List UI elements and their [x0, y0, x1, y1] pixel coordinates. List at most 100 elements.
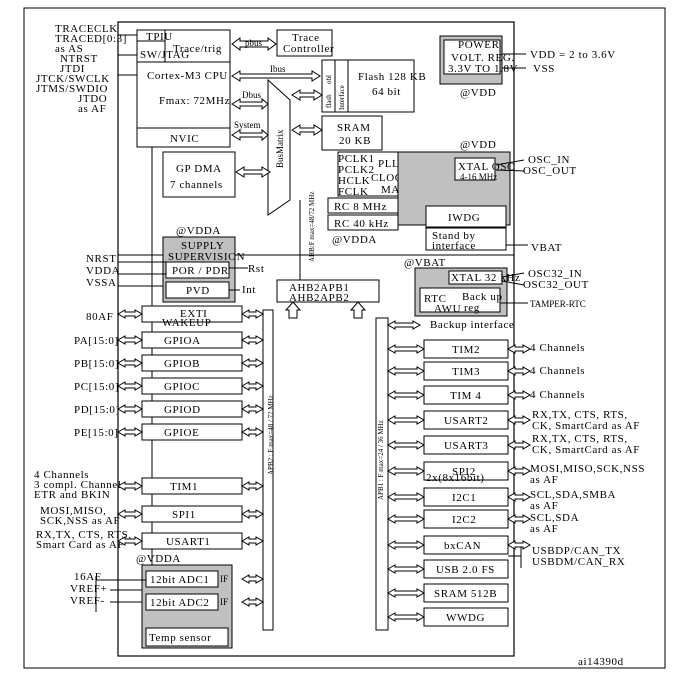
i2c1-sig-1: SCL,SDA,SMBA: [530, 489, 616, 501]
power-label-2: VOLT. REG.: [451, 52, 515, 64]
gpdma-block: [162, 151, 236, 198]
left-pin-arrow: [116, 404, 144, 414]
i2c2-sig-1: SCL,SDA: [530, 512, 579, 524]
trace-controller-block: [276, 29, 333, 57]
ahb2apb2-label: AHB2APB2: [289, 292, 349, 304]
gpdma-label-2: 7 channels: [170, 179, 223, 191]
rtc-block: [419, 287, 501, 313]
wakeup-label: WAKEUP: [162, 317, 211, 329]
apb2-freq-label: APB2 : F max=48 / 72 MHz: [267, 395, 275, 475]
spi1-label: SPI1: [172, 509, 196, 521]
bxcan-label: bxCAN: [444, 540, 481, 552]
left-pin-arrow: [116, 536, 144, 546]
i2c1-label: I2C1: [452, 492, 476, 504]
left-pin-arrow: [116, 381, 144, 391]
spi2-sig-1: MOSI,MISO,SCK,NSS: [530, 463, 645, 475]
dbus-label: Dbus: [242, 90, 261, 100]
jtms-label: JTMS/SWDIO: [36, 83, 108, 95]
ahb2apb-block: [276, 279, 380, 303]
left-bus-arrow: [240, 358, 265, 368]
sram-label-2: 20 KB: [339, 135, 371, 147]
swjtag-label: SW/JTAG: [140, 49, 190, 61]
tim3-label: TIM3: [452, 366, 480, 378]
spi2-sig-2: as AF: [530, 474, 558, 486]
right-bus-arrow: [386, 514, 426, 524]
left-bus-arrow: [240, 597, 265, 607]
nrst-label: NRST: [86, 253, 117, 265]
left-bus-arrow: [240, 481, 265, 491]
xtal32-block: [448, 270, 503, 285]
right-bus-arrow: [386, 320, 422, 330]
xtal-osc-label-2: 4-16 MHz: [460, 172, 497, 182]
exti-label: EXTI: [180, 308, 207, 320]
right-bus-arrow: [386, 588, 426, 598]
right-bus-arrow: [386, 415, 426, 425]
spi2-label: SPI2: [452, 466, 476, 478]
left-bus-arrow: [240, 335, 265, 345]
tim1-sig-3: ETR and BKIN: [34, 489, 110, 501]
right-pin-arrow: [506, 344, 532, 354]
spi1-sig-2: SCK,NSS as AF: [40, 515, 120, 527]
power-label-1: POWER: [458, 39, 500, 51]
trace-trig-label: Trace/trig: [173, 43, 222, 55]
apb2-bus: [262, 309, 274, 631]
wwdg-label: WWDG: [446, 612, 485, 624]
right-arrows: [386, 320, 532, 622]
temp-sensor-block: [145, 627, 229, 647]
gpiod-label: GPIOD: [164, 404, 201, 416]
tim1-sig-1: 4 Channels: [34, 469, 89, 481]
right-pin-arrow: [506, 366, 532, 376]
right-bus-arrow: [386, 390, 426, 400]
usb-dp-label: USBDP/CAN_TX: [532, 545, 621, 557]
adc-if-label-1: IF: [220, 574, 228, 584]
vssa-pin-label: VSSA: [86, 277, 117, 289]
pe-label: PE[15:0]: [74, 427, 119, 439]
cpu-fmax-label: Fmax: 72MHz: [159, 95, 230, 107]
flash-if-label-1: flash: [325, 94, 333, 108]
backup-reg-label-2: reg: [464, 302, 480, 314]
system-label: System: [234, 120, 261, 130]
tim1-sig-2: 3 compl. Channels: [34, 479, 126, 491]
right-peripherals: TIM2 4 Channels TIM3 4 Channels TIM 4 4 …: [423, 339, 645, 627]
i2c1-sig-2: as AF: [530, 500, 558, 512]
left-bus-arrow: [240, 509, 265, 519]
sram-block: [321, 115, 383, 151]
pvd-label: PVD: [186, 285, 210, 297]
right-bus-arrow: [386, 344, 426, 354]
temp-sensor-label: Temp sensor: [149, 632, 211, 644]
left-bus-arrow: [240, 427, 265, 437]
at-vbat-label: @VBAT: [404, 257, 446, 269]
flash-label-2: 64 bit: [372, 86, 401, 98]
usart1-sig-1: RX,TX, CTS, RTS,: [36, 529, 132, 541]
supply-label-2: SUPERVISION: [168, 251, 245, 263]
pd-label: PD[15:0]: [74, 404, 120, 416]
left-pin-arrow: [116, 481, 144, 491]
gpdma-label-1: GP DMA: [176, 163, 222, 175]
exti-in-label: 80AF: [86, 311, 113, 323]
left-bus-arrow: [240, 536, 265, 546]
pbus-label: pbus: [245, 38, 263, 48]
right-pin-arrow: [506, 514, 532, 524]
jtdo-as-af-label: as AF: [78, 103, 106, 115]
sram512-label: SRAM 512B: [434, 588, 497, 600]
usart3-label: USART3: [444, 440, 489, 452]
left-peripherals: EXTI WAKEUP 80AF GPIOA PA[15:0] GPIOB PB…: [34, 305, 243, 649]
flash-block: [347, 59, 415, 113]
tim2-ch-label: 4 Channels: [530, 342, 585, 354]
traced-label: TRACED[0:3]: [55, 33, 127, 45]
osc-in-label: OSC_IN: [528, 154, 570, 166]
vdd-range-label: VDD = 2 to 3.6V: [530, 49, 616, 61]
standby-label-1: Stand by: [432, 230, 476, 242]
xtal-osc-block: [454, 157, 496, 181]
flash-if-label-2: Interface: [338, 85, 346, 110]
cpu-label: Cortex-M3 CPU: [147, 70, 228, 82]
right-bus-arrow: [386, 612, 426, 622]
ibus-label: Ibus: [270, 64, 286, 74]
sram-label-1: SRAM: [337, 122, 371, 134]
flash-label-1: Flash 128 KB: [358, 71, 426, 83]
left-pin-arrow: [116, 309, 144, 319]
figure-id-label: ai14390d: [578, 656, 624, 668]
right-bus-arrow: [386, 564, 426, 574]
left-pin-arrow: [116, 358, 144, 368]
